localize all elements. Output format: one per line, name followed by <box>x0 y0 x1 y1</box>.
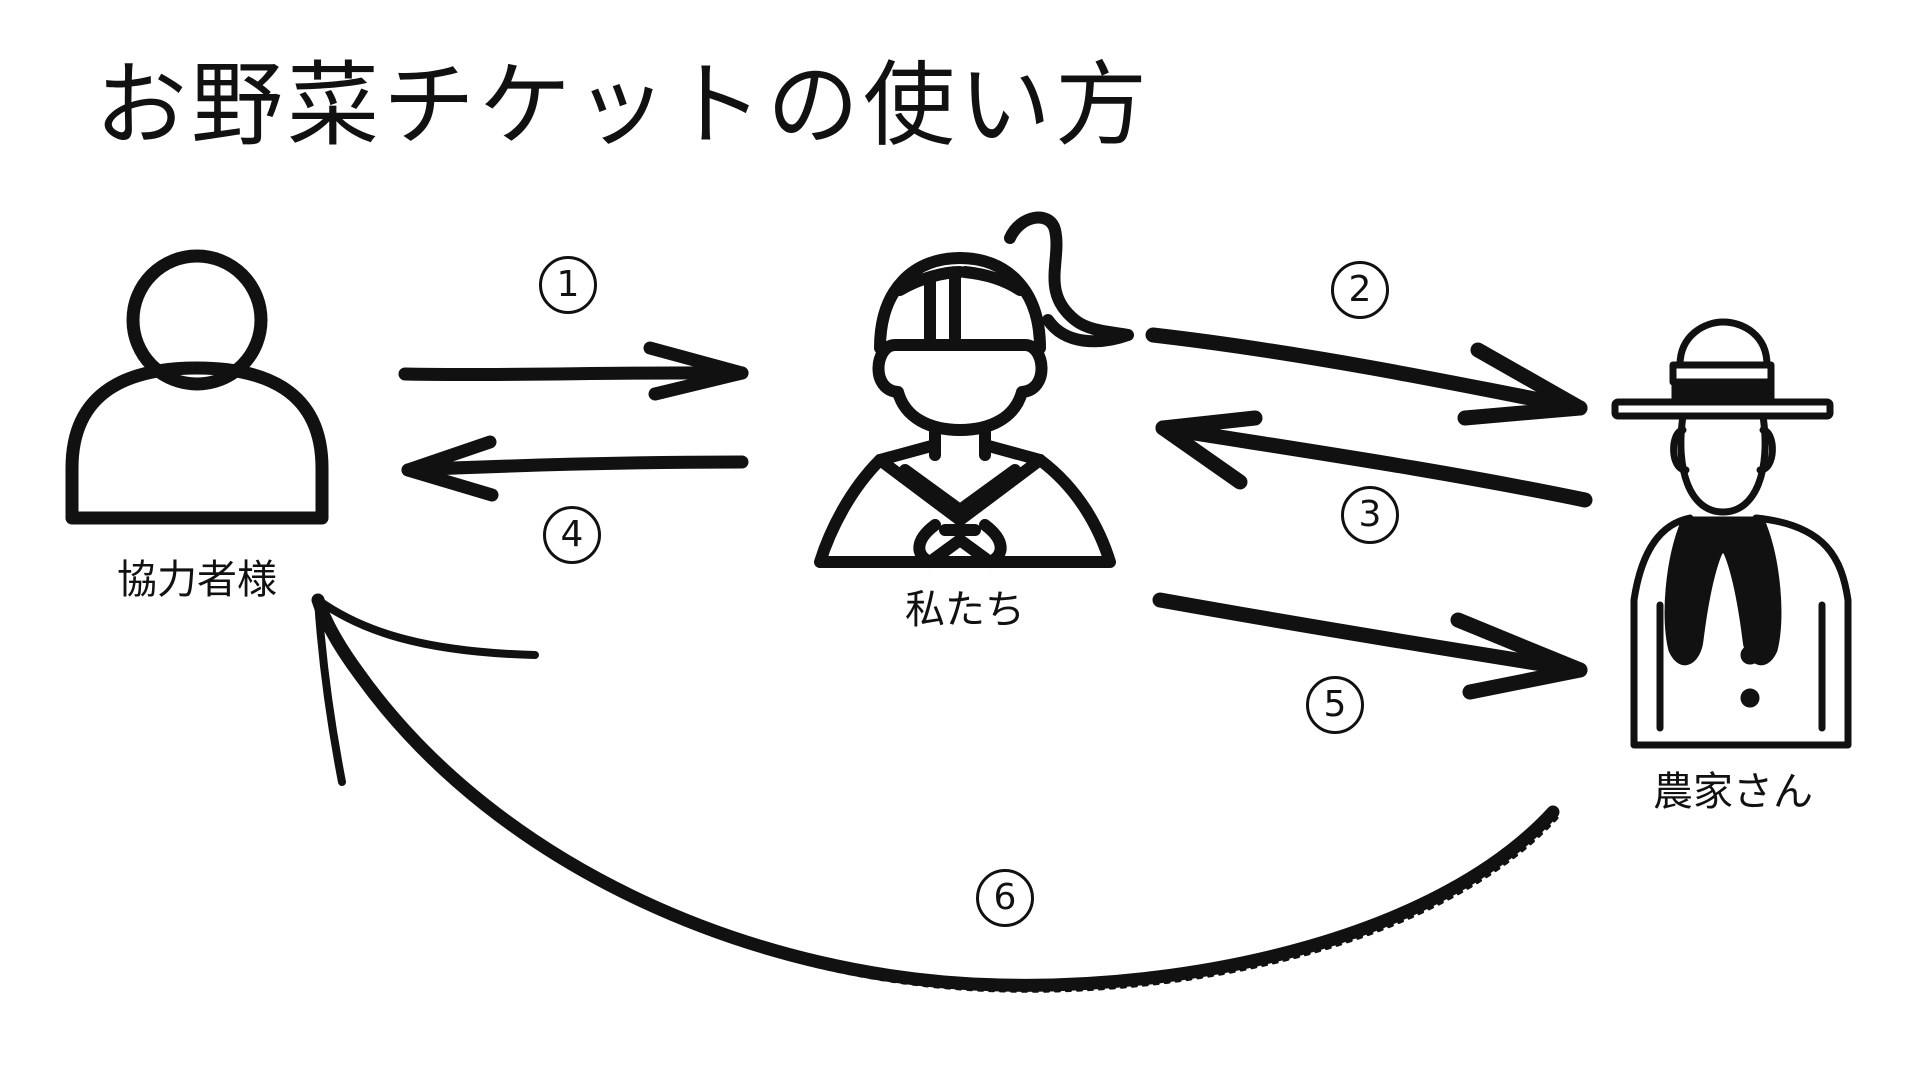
farmer-icon <box>1611 318 1852 749</box>
step-1-marker: 1 <box>539 256 597 314</box>
step-5-marker: 5 <box>1306 676 1364 734</box>
arrow-step-1 <box>398 341 749 401</box>
step-4-marker: 4 <box>543 506 601 564</box>
student-icon <box>814 211 1134 568</box>
arrow-step-4 <box>401 435 749 502</box>
step-6-marker: 6 <box>976 869 1034 927</box>
actor-label-supporter: 協力者様 <box>117 557 277 603</box>
actor-label-farmer: 農家さん <box>1653 769 1813 815</box>
actor-label-us: 私たち <box>905 587 1025 633</box>
step-3-marker: 3 <box>1341 486 1399 544</box>
arrow-step-6 <box>311 593 1560 993</box>
arrow-step-5 <box>1152 592 1588 700</box>
person-icon <box>65 249 329 525</box>
arrow-step-3 <box>1155 410 1593 508</box>
arrow-step-2 <box>1145 327 1588 426</box>
step-2-marker: 2 <box>1331 261 1389 319</box>
page-title: お野菜チケットの使い方 <box>95 52 1152 159</box>
